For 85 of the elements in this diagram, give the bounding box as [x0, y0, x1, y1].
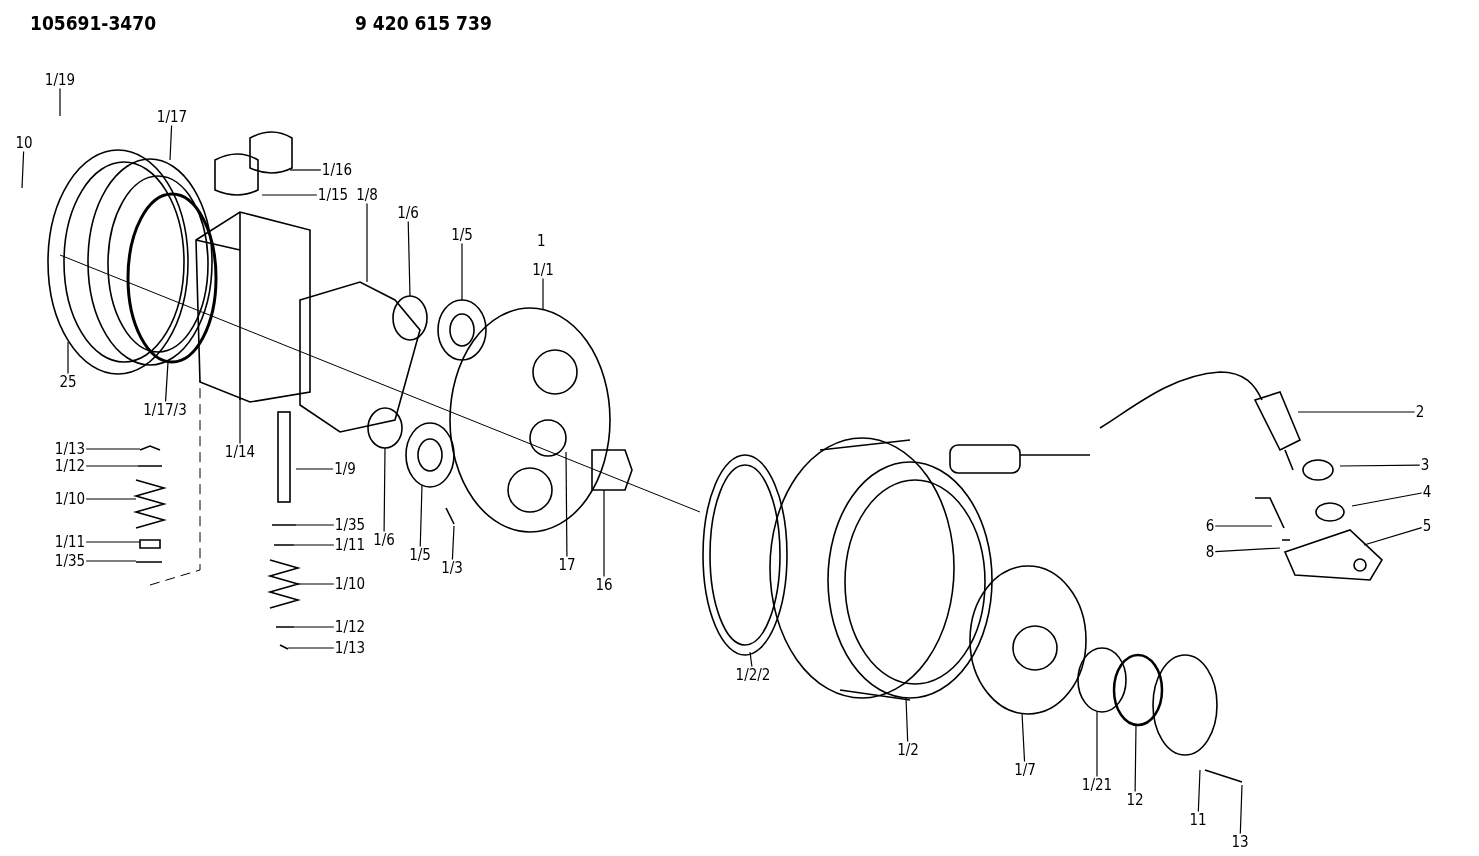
callout-number: 1/11	[53, 533, 87, 551]
part-number: 9 420 615 739	[355, 12, 492, 34]
leader-line	[261, 194, 318, 196]
callout-number: 5	[1421, 517, 1433, 535]
callout-number: 1/14	[223, 443, 257, 461]
callout-number: 1/1	[531, 261, 555, 279]
callout-number: 1/13	[53, 440, 87, 458]
callout-number: 1/8	[355, 186, 379, 204]
callout-number: 1/12	[53, 457, 87, 475]
callout-number: 12	[1125, 791, 1145, 809]
leader-line	[603, 489, 605, 578]
leader-line	[407, 220, 411, 297]
leader-line	[85, 498, 137, 500]
leader-line	[1214, 547, 1281, 553]
callout-number: 8	[1204, 543, 1216, 561]
leader-line	[1363, 527, 1423, 546]
callout-number: 1/3	[440, 559, 464, 577]
leader-line	[295, 524, 335, 526]
leader-line	[1214, 525, 1273, 527]
callout-number: 1	[536, 233, 547, 250]
callout-number: 1/17/3	[142, 401, 188, 419]
callout-number: 1/5	[450, 226, 474, 244]
leader-line	[85, 541, 141, 543]
leader-line	[1021, 712, 1026, 763]
callout-number: 1/12	[333, 618, 367, 636]
callout-number: 11	[1188, 811, 1208, 829]
leader-line	[1297, 411, 1416, 413]
callout-number: 1/21	[1080, 776, 1114, 794]
callout-number: 13	[1230, 833, 1250, 851]
part-number: 105691-3470	[30, 12, 157, 34]
leader-line	[419, 484, 423, 548]
callout-number: 1/35	[333, 516, 367, 534]
leader-line	[366, 202, 368, 283]
callout-number: 6	[1204, 517, 1216, 535]
callout-number: 1/16	[320, 161, 354, 179]
leader-line	[289, 169, 322, 171]
leader-line	[21, 150, 25, 189]
callout-number: 1/5	[408, 546, 432, 564]
callout-number: 10	[14, 134, 34, 152]
callout-number: 3	[1419, 456, 1431, 474]
callout-number: 1/9	[333, 460, 357, 478]
leader-line	[905, 697, 909, 743]
leader-line	[85, 448, 141, 450]
callout-number: 1/6	[372, 531, 396, 549]
leader-line	[293, 544, 335, 546]
leader-line	[295, 468, 334, 470]
leader-line	[239, 397, 241, 445]
leader-line	[67, 341, 69, 375]
callout-number: 2	[1414, 403, 1426, 421]
callout-number: 1/15	[316, 186, 350, 204]
leader-line	[1339, 464, 1421, 467]
leader-line	[59, 87, 61, 117]
callout-number: 25	[58, 373, 78, 391]
leader-line	[85, 560, 137, 562]
callout-number: 1/10	[53, 490, 87, 508]
leader-line	[1351, 492, 1423, 507]
callout-number: 1/6	[396, 204, 420, 222]
leader-line	[749, 651, 753, 668]
callout-number: 1/17	[155, 108, 189, 126]
callout-number: 1/19	[43, 71, 77, 89]
leader-line	[169, 124, 173, 161]
leader-line	[85, 465, 139, 467]
leader-line	[542, 277, 544, 311]
callout-number: 4	[1421, 483, 1433, 501]
callout-number: 17	[557, 556, 577, 574]
leader-line	[293, 626, 335, 628]
callout-number: 1/11	[333, 536, 367, 554]
leader-line	[164, 361, 169, 403]
leader-line	[1096, 711, 1098, 778]
callout-number: 1/2	[896, 741, 920, 759]
leader-line	[1197, 769, 1201, 813]
callout-number: 1/10	[333, 575, 367, 593]
callout-number: 1/7	[1013, 761, 1037, 779]
leader-line	[565, 451, 568, 558]
leader-line	[383, 447, 386, 533]
callout-number: 1/35	[53, 552, 87, 570]
callout-number: 16	[594, 576, 614, 594]
leader-line	[451, 525, 455, 561]
leader-line	[287, 647, 335, 649]
leader-line	[1134, 724, 1137, 793]
callout-number: 1/13	[333, 639, 367, 657]
leader-line	[1239, 784, 1243, 835]
leader-line	[461, 242, 463, 301]
callout-number: 1/2/2	[734, 666, 772, 684]
leader-line	[297, 583, 335, 585]
